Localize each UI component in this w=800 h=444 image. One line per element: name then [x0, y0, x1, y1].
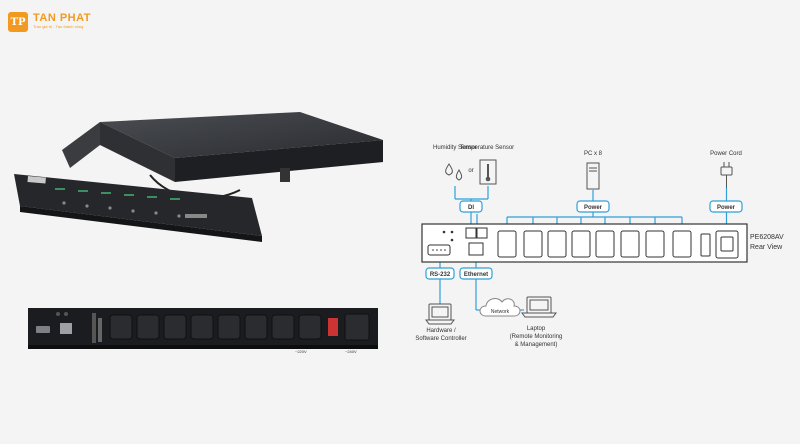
plug-icon [720, 162, 733, 188]
humidity-sensor-label: Humidity Sensor [433, 145, 477, 151]
rear-view-label: Rear View [750, 244, 783, 251]
rs232-badge: RS-232 [430, 272, 451, 278]
network-label: Network [491, 309, 510, 315]
power-badge-cord: Power [717, 205, 736, 211]
brand-name: TAN PHAT [33, 12, 91, 24]
brand-logo: TP TAN PHAT Trao giá trị - Tạo thành côn… [8, 12, 91, 32]
laptop-label-2: (Remote Monitoring [510, 334, 563, 340]
pdu-rear-panel-photo: ~220V ~240V [28, 308, 378, 354]
hardware-label-1: Hardware / [426, 328, 456, 334]
or-label: or [468, 168, 473, 174]
di-badge: DI [468, 205, 474, 211]
brand-mark: TP [8, 12, 28, 32]
network-cloud-icon [479, 298, 521, 317]
humidity-drops-icon [445, 163, 463, 181]
pdu-chassis-photo [62, 112, 383, 200]
pdu-rear-view-outline [421, 223, 748, 263]
pc-label: PC x 8 [584, 151, 603, 157]
pdu-front-panel-photo [14, 174, 262, 242]
power-badge-outlets: Power [584, 205, 603, 211]
thermometer-icon [479, 159, 497, 185]
model-label: PE6208AV [750, 234, 784, 241]
power-cord-label: Power Cord [710, 151, 742, 157]
hardware-label-2: Software Controller [415, 336, 466, 342]
temperature-sensor-label: Temperature Sensor [460, 145, 514, 151]
ethernet-badge: Ethernet [464, 272, 488, 278]
photo-label-left: ~220V [295, 349, 307, 354]
laptop-icon [521, 296, 557, 318]
photo-label-right: ~240V [345, 349, 357, 354]
controller-icon [425, 303, 455, 325]
brand-tagline: Trao giá trị - Tạo thành công [33, 24, 84, 29]
connection-diagram: Humidity Sensor Temperature Sensor or PC… [415, 145, 784, 348]
pc-tower-icon [586, 162, 600, 190]
laptop-label-1: Laptop [527, 326, 546, 332]
laptop-label-3: & Management) [515, 342, 558, 348]
